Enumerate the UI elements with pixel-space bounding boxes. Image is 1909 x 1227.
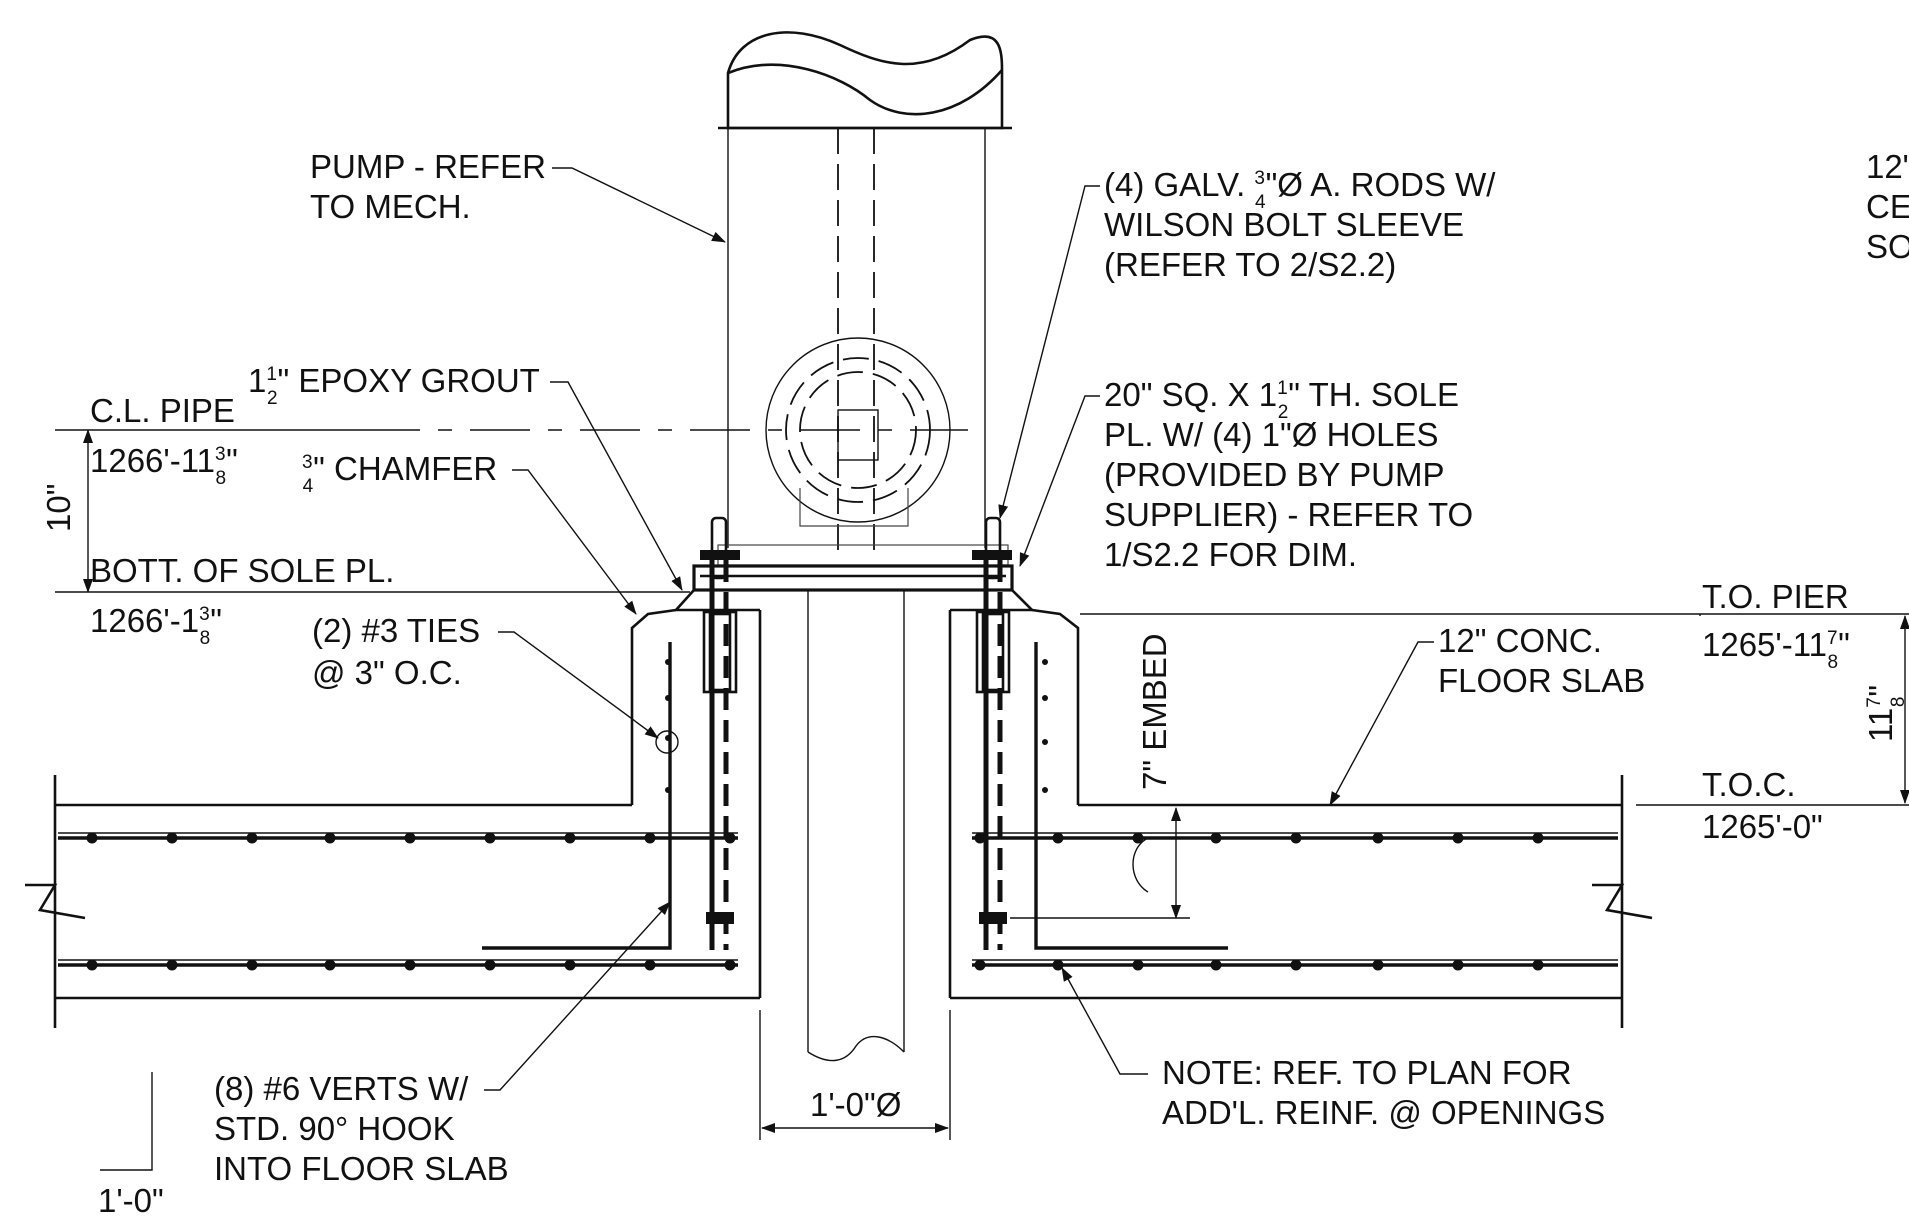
sole-plate-label-3: (PROVIDED BY PUMP: [1104, 456, 1444, 493]
rebar-dot: [1052, 959, 1064, 971]
right-elevations: [1080, 613, 1909, 806]
scale-bar: [100, 1072, 153, 1171]
verts-label: (8) #6 VERTS W/: [214, 1070, 469, 1107]
rebar-dot: [324, 959, 336, 971]
rebar-dot: [246, 959, 258, 971]
cut-off-text-1: 12": [1866, 148, 1909, 185]
rebar-dot: [1132, 959, 1144, 971]
ties-label-2: @ 3" O.C.: [312, 654, 462, 691]
anchor-rod-left: [700, 516, 740, 950]
rebar-dot: [564, 832, 576, 844]
floor-slab: [53, 775, 1624, 1028]
anchor-rods-label-3: (REFER TO 2/S2.2): [1104, 246, 1396, 283]
sole-plate: [692, 564, 1014, 592]
cl-pipe-label: C.L. PIPE: [90, 392, 235, 429]
floor-slab-label: 12" CONC.: [1438, 622, 1602, 659]
rebar-dot: [86, 959, 98, 971]
note-label-2: ADD'L. REINF. @ OPENINGS: [1162, 1094, 1605, 1131]
verts-label-3: INTO FLOOR SLAB: [214, 1150, 509, 1187]
rebar-dot: [974, 959, 986, 971]
note-label: NOTE: REF. TO PLAN FOR: [1162, 1054, 1572, 1091]
rebar-dot: [644, 959, 656, 971]
rebar-dot: [644, 832, 656, 844]
rebar-dot: [484, 959, 496, 971]
rebar-dot: [324, 832, 336, 844]
toc-label: T.O.C.: [1702, 766, 1796, 803]
embed-dimension: [1010, 807, 1190, 919]
rebar-dot: [86, 832, 98, 844]
to-pier-label: T.O. PIER: [1702, 578, 1849, 615]
toc-elevation: 1265'-0": [1702, 808, 1823, 845]
anchor-rods-label-2: WILSON BOLT SLEEVE: [1104, 206, 1464, 243]
verts-label-2: STD. 90° HOOK: [214, 1110, 455, 1147]
rebar-dot: [1210, 832, 1222, 844]
pier-vertical-bars: [482, 642, 1228, 950]
rebar-dot: [166, 832, 178, 844]
rebar-dot: [1290, 959, 1302, 971]
pump-label: PUMP - REFER: [310, 148, 546, 185]
rebar-dot: [1290, 832, 1302, 844]
rebar-dot: [404, 959, 416, 971]
sole-plate-label-4: SUPPLIER) - REFER TO: [1104, 496, 1473, 533]
slab-rebar-dots: [86, 832, 1544, 971]
pipe-dia-dimension: [759, 1010, 951, 1140]
pump-label-2: TO MECH.: [310, 188, 471, 225]
slab-break-left: [25, 883, 86, 920]
rebar-dot: [246, 832, 258, 844]
sole-plate-label-5: 1/S2.2 FOR DIM.: [1104, 536, 1357, 573]
pipe-dia-label: 1'-0"Ø: [810, 1086, 901, 1123]
concrete-pier: [630, 608, 1080, 805]
rebar-dot: [564, 959, 576, 971]
slab-break-right: [1592, 883, 1653, 920]
rebar-dot: [404, 832, 416, 844]
rebar-dot: [1452, 959, 1464, 971]
scale-label: 1'-0": [98, 1182, 164, 1219]
sole-plate-label-2: PL. W/ (4) 1"Ø HOLES: [1104, 416, 1438, 453]
rebar-dot: [1210, 959, 1222, 971]
pump-casing-circle: [765, 337, 951, 527]
rebar-dot: [1532, 832, 1544, 844]
embed-label: 7" EMBED: [1136, 633, 1173, 790]
rebar-dot: [484, 832, 496, 844]
slab-rebar: [58, 832, 1618, 967]
pump-body: [717, 31, 1012, 566]
anchor-rod-right: [972, 516, 1012, 950]
leaders: [484, 167, 1434, 1091]
rebar-dot: [1452, 832, 1464, 844]
bott-sole-label: BOTT. OF SOLE PL.: [90, 552, 394, 589]
rebar-dot: [1132, 832, 1144, 844]
cut-off-text-3: SO: [1866, 228, 1909, 265]
floor-slab-label-2: FLOOR SLAB: [1438, 662, 1645, 699]
cut-off-text-2: CE: [1866, 188, 1909, 225]
dim-10-label: 10": [40, 484, 77, 532]
rebar-dot: [1532, 959, 1544, 971]
rebar-dot: [166, 959, 178, 971]
rebar-dot: [724, 959, 736, 971]
rebar-dot: [1052, 832, 1064, 844]
suction-pipe: [807, 590, 905, 1062]
rebar-dot: [1372, 832, 1384, 844]
ties-label: (2) #3 TIES: [312, 612, 480, 649]
rebar-dot: [1372, 959, 1384, 971]
rebar-dot: [974, 832, 986, 844]
